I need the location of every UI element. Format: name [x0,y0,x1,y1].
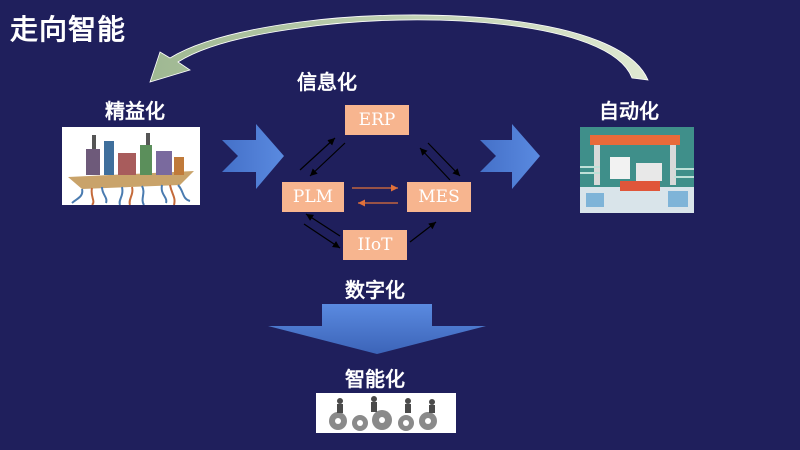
mes-box: MES [407,182,471,212]
lean-factory-image [62,127,200,205]
lean-label: 精益化 [105,99,165,123]
intelligent-gears-image [316,393,456,433]
slide-title: 走向智能 [10,13,127,46]
lean-to-info-arrow [222,124,284,189]
intelligent-label: 智能化 [345,367,405,391]
iiot-box: IIoT [343,230,407,260]
info-to-auto-arrow [480,124,540,189]
automation-label: 自动化 [599,99,659,123]
automation-image [580,127,694,213]
digitalization-label: 数字化 [345,278,405,302]
informatization-label: 信息化 [297,70,357,94]
digital-to-intelligent-arrow [268,304,486,354]
erp-box: ERP [345,105,409,135]
plm-box: PLM [282,182,344,212]
